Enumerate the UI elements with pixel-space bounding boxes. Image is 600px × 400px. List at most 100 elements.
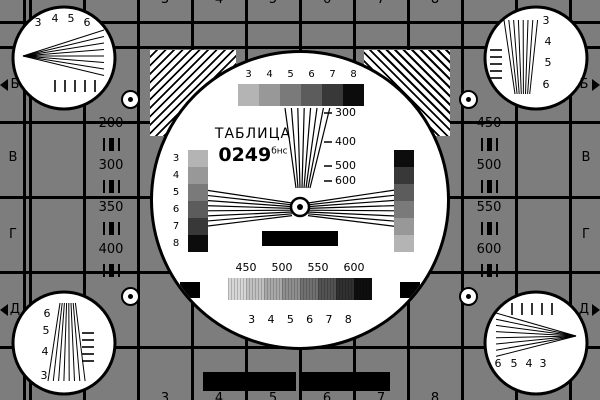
- edge-arrow-right-icon: [592, 79, 600, 91]
- central-circle: 3 4 5 6 7 8 ТАБЛИЦА 0249бнс: [150, 50, 450, 350]
- grayscale-step: [394, 235, 414, 252]
- wedge-labels: 6 5 4 3: [495, 357, 547, 370]
- grayscale-step: [259, 84, 280, 106]
- burst-step: [282, 278, 300, 300]
- center-target: [289, 196, 311, 218]
- grayscale-step: [188, 218, 208, 235]
- column-digit-top: 7: [374, 0, 388, 8]
- grayscale-step: [394, 184, 414, 201]
- test-patterns: [204, 107, 396, 227]
- row-letter-right: Д: [578, 302, 590, 317]
- grayscale-column-right: [394, 150, 414, 252]
- corner-wedge-circle-bottom-right: 6 5 4 3: [483, 290, 589, 396]
- definition-ticks: [84, 221, 138, 235]
- label-digit: 5: [287, 69, 294, 80]
- wedge-label: 4: [545, 35, 552, 48]
- label-digit: 3: [248, 313, 256, 326]
- row-letter-left: Б: [10, 77, 20, 92]
- definition-value: 550: [476, 200, 502, 215]
- grayscale-step: [394, 167, 414, 184]
- wedge-resolution-label: 500: [335, 159, 356, 172]
- burst-step: [318, 278, 336, 300]
- column-digit-bottom: 5: [268, 391, 278, 400]
- grayscale-step: [280, 84, 301, 106]
- definition-ticks: [462, 137, 516, 151]
- grayscale-step: [188, 235, 208, 252]
- grayscale-label: 6: [172, 204, 180, 215]
- wedge-label: 4: [52, 12, 59, 25]
- convergence-marker: [121, 287, 140, 306]
- resolution-wedge: [47, 302, 86, 382]
- grayscale-step: [322, 84, 343, 106]
- edge-arrow-left-icon: [0, 304, 8, 316]
- resolution-wedge: [22, 29, 105, 76]
- wedge-resolution-label: 400: [335, 135, 356, 148]
- row-letter-left: Д: [9, 302, 21, 317]
- resolution-wedge: [495, 312, 577, 357]
- wedge-label: 3: [41, 369, 48, 382]
- wedge-label: 3: [543, 14, 550, 27]
- wedge-label: 4: [526, 357, 533, 370]
- wedge-index-marks: [324, 112, 332, 182]
- wedge-label: 6: [495, 357, 502, 370]
- burst-label: 500: [271, 261, 293, 274]
- grayscale-column-left: [188, 150, 208, 252]
- grayscale-step: [394, 218, 414, 235]
- definition-ticks: [462, 221, 516, 235]
- row-letter-left: В: [8, 150, 18, 165]
- grayscale-step: [394, 150, 414, 167]
- row-letter-left: Г: [9, 227, 17, 242]
- label-digit: 5: [286, 313, 294, 326]
- wedge-resolution-label: 300: [335, 106, 356, 119]
- convergence-marker: [459, 90, 478, 109]
- edge-arrow-left-icon: [0, 79, 8, 91]
- burst-label: 450: [235, 261, 257, 274]
- burst-step: [300, 278, 318, 300]
- grayscale-step: [301, 84, 322, 106]
- convergence-marker: [121, 90, 140, 109]
- definition-value: 450: [476, 116, 502, 131]
- card-code-suffix: бнс: [271, 146, 288, 157]
- burst-step: [246, 278, 264, 300]
- wedge-labels: 3 4 5 6: [543, 14, 552, 91]
- bottom-bar-labels: 3 4 5 6 7 8: [242, 313, 358, 326]
- column-digit-bottom: 6: [322, 391, 332, 400]
- reference-square-right: [400, 282, 420, 298]
- resolution-wedge: [503, 19, 539, 95]
- corner-wedge-circle-bottom-left: 6 5 4 3: [11, 290, 117, 396]
- grayscale-step: [188, 201, 208, 218]
- wedge-label: 4: [42, 345, 49, 358]
- burst-frequency-labels: 450 500 550 600: [228, 261, 372, 274]
- horizontal-wedge-right: [307, 189, 396, 227]
- tick-marks: [511, 303, 553, 315]
- row-letter-right: Б: [579, 77, 589, 92]
- wedge-labels: 3 4 5 6: [35, 12, 91, 29]
- frequency-burst-strip: [228, 278, 372, 300]
- definition-value: 300: [98, 158, 124, 173]
- top-bar-labels: 3 4 5 6 7 8: [238, 69, 364, 80]
- definition-ticks: [462, 263, 516, 277]
- reference-square-left: [180, 282, 200, 298]
- wedge-label: 5: [68, 12, 75, 25]
- definition-value: 350: [98, 200, 124, 215]
- column-digit-top: 6: [320, 0, 334, 8]
- label-digit: 4: [267, 313, 275, 326]
- wedge-labels: 6 5 4 3: [41, 307, 51, 382]
- burst-label: 600: [343, 261, 365, 274]
- tick-marks: [82, 332, 94, 362]
- label-digit: 4: [266, 69, 273, 80]
- label-digit: 8: [350, 69, 357, 80]
- label-digit: 7: [329, 69, 336, 80]
- definition-value: 400: [98, 242, 124, 257]
- definition-ticks: [84, 263, 138, 277]
- label-digit: 6: [308, 69, 315, 80]
- wedge-label: 5: [43, 324, 50, 337]
- column-digit-top: 4: [212, 0, 226, 8]
- edge-arrow-right-icon: [592, 304, 600, 316]
- grayscale-step: [188, 167, 208, 184]
- definition-value: 500: [476, 158, 502, 173]
- corner-wedge-circle-top-left: 3 4 5 6: [11, 5, 117, 111]
- corner-wedge-circle-top-right: 3 4 5 6: [483, 5, 589, 111]
- black-bar-left: [203, 372, 296, 391]
